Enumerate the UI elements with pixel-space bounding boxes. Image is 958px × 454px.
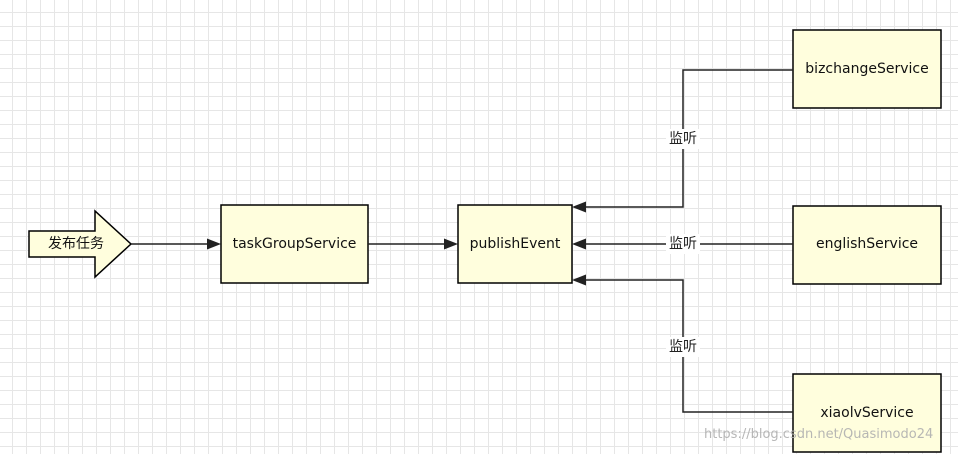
edge-label-bg [666,234,700,254]
node-publishevent: publishEvent [457,204,573,284]
node-label: englishService [816,236,918,252]
edge-label: 监听 [669,236,697,252]
edge-xiaolv-to-publishevent: 监听 [572,274,793,413]
node-box [457,204,573,284]
edge-bizchange-to-publishevent: 监听 [572,69,793,213]
arrow-head [572,274,586,286]
edge-label-bg [666,337,700,357]
node-box [792,373,942,453]
edge-label-bg [666,129,700,149]
edge-start-to-taskgroup [131,238,221,250]
edge-taskgroup-to-publishevent [368,238,458,250]
arrow-head [207,238,221,250]
start-node: 发布任务 [28,209,133,279]
node-label: bizchangeService [805,61,928,77]
watermark-url: https://blog.csdn.net/Quasimodo24 [704,427,934,442]
node-label: xiaolvService [820,405,913,421]
node-bizchangeservice: bizchangeService [792,29,942,109]
node-label: publishEvent [470,236,561,252]
edge-english-to-publishevent: 监听 [572,234,793,254]
node-box [792,205,942,285]
arrow-head [444,238,458,250]
start-arrow-shape [28,209,133,279]
node-xiaolvservice: xiaolvService [792,373,942,453]
arrow-head [572,201,586,213]
edge-label: 监听 [669,339,697,355]
node-label: taskGroupService [233,236,357,252]
start-node-label: 发布任务 [48,236,104,252]
node-box [792,29,942,109]
node-englishservice: englishService [792,205,942,285]
node-taskgroupservice: taskGroupService [220,204,369,284]
arrow-head [572,238,586,250]
edge-label: 监听 [669,131,697,147]
node-box [220,204,369,284]
